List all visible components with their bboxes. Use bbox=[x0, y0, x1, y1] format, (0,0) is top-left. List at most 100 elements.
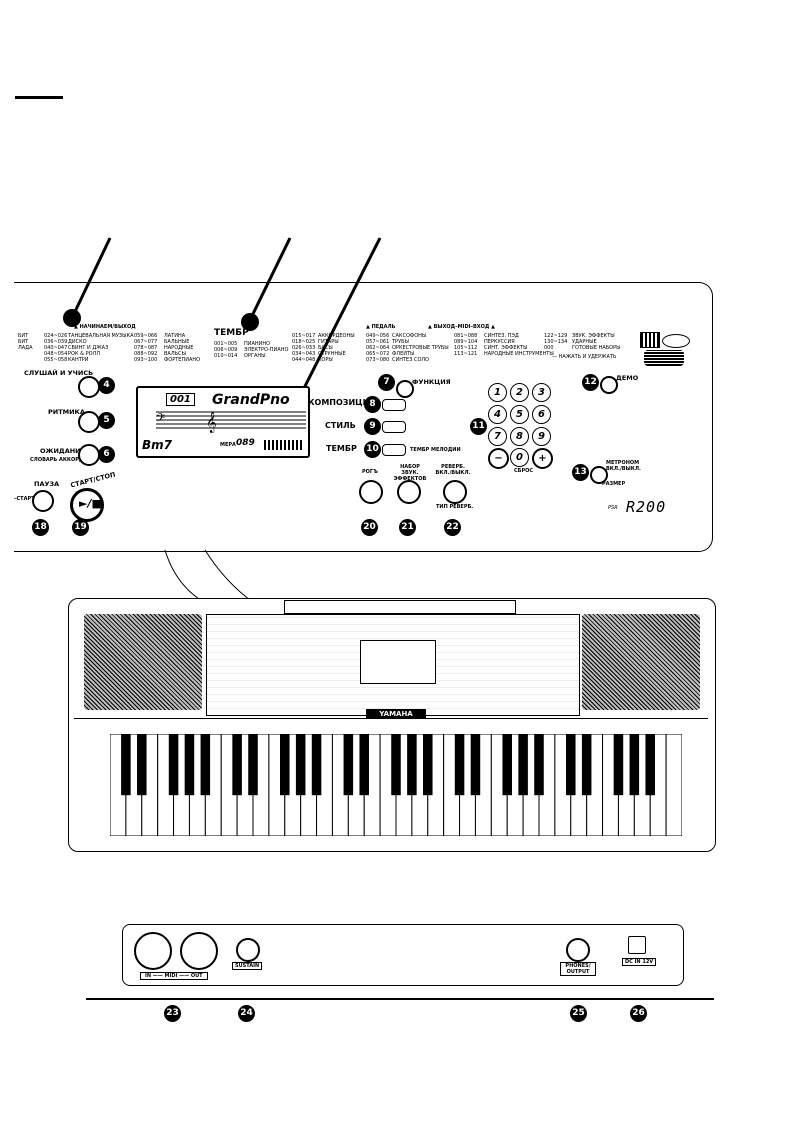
reset-label: СБРОС bbox=[514, 468, 534, 474]
black-key[interactable] bbox=[581, 734, 592, 796]
callout-5: 5 bbox=[98, 412, 115, 429]
black-key[interactable] bbox=[629, 734, 640, 796]
start-stop-button[interactable] bbox=[70, 488, 104, 522]
black-key[interactable] bbox=[168, 734, 179, 796]
horn-button[interactable] bbox=[359, 480, 383, 504]
phones-jack[interactable] bbox=[566, 938, 590, 962]
left-speaker-grille bbox=[84, 614, 202, 710]
callout-4: 4 bbox=[98, 377, 115, 394]
black-key[interactable] bbox=[184, 734, 195, 796]
sustain-label: SUSTAIN bbox=[232, 962, 263, 970]
black-key[interactable] bbox=[407, 734, 417, 796]
black-key[interactable] bbox=[280, 734, 290, 796]
svg-text:𝄢: 𝄢 bbox=[156, 412, 165, 428]
sustain-jack[interactable] bbox=[236, 938, 260, 962]
callout-24: 24 bbox=[238, 1005, 255, 1022]
black-key[interactable] bbox=[454, 734, 465, 796]
listen-learn-button[interactable] bbox=[78, 376, 100, 398]
numpad-4[interactable]: 4 bbox=[488, 405, 507, 424]
numpad-5[interactable]: 5 bbox=[510, 405, 529, 424]
song-button[interactable] bbox=[382, 399, 406, 411]
black-key[interactable] bbox=[121, 734, 131, 796]
black-key[interactable] bbox=[137, 734, 147, 796]
pause-label: ПАУЗА bbox=[34, 480, 60, 488]
song-label: КОМПОЗИЦИЯ bbox=[308, 398, 376, 407]
horn-label: РОГЪ bbox=[362, 469, 378, 475]
numpad-1[interactable]: 1 bbox=[488, 383, 507, 402]
black-key[interactable] bbox=[311, 734, 322, 796]
reverb-button[interactable] bbox=[443, 480, 467, 504]
effects-button[interactable] bbox=[397, 480, 421, 504]
black-key[interactable] bbox=[295, 734, 306, 796]
midi-in-jack[interactable] bbox=[134, 932, 172, 970]
rhythm-label: РИТМИКА bbox=[48, 408, 85, 416]
dc-jack[interactable] bbox=[628, 936, 646, 954]
lcd-mini-keyboard bbox=[264, 440, 302, 450]
voice-button[interactable] bbox=[382, 444, 406, 456]
black-key[interactable] bbox=[391, 734, 401, 796]
callout-6: 6 bbox=[98, 446, 115, 463]
rear-baseline bbox=[86, 998, 714, 1000]
black-key[interactable] bbox=[248, 734, 258, 796]
callout-8: 8 bbox=[364, 396, 381, 413]
black-key[interactable] bbox=[502, 734, 512, 796]
numpad-minus[interactable]: − bbox=[488, 448, 509, 469]
black-key[interactable] bbox=[518, 734, 528, 796]
voice-header: ТЕМБР bbox=[214, 328, 249, 338]
black-key[interactable] bbox=[343, 734, 354, 796]
brand-badge: YAMAHA bbox=[366, 709, 426, 719]
svg-text:𝄞: 𝄞 bbox=[206, 412, 217, 433]
reverb-type-label: ТИП РЕВЕРБ. bbox=[436, 504, 474, 510]
function-button[interactable] bbox=[396, 380, 414, 398]
callout-12: 12 bbox=[582, 374, 599, 391]
voice-label: ТЕМБР bbox=[326, 444, 357, 453]
numpad-0[interactable]: 0 bbox=[510, 448, 529, 467]
numpad-6[interactable]: 6 bbox=[532, 405, 551, 424]
callout-25: 25 bbox=[570, 1005, 587, 1022]
hold-note: — НАЖАТЬ И УДЕРЖАТЬ bbox=[552, 354, 617, 360]
model-prefix: PSR bbox=[608, 505, 618, 511]
rhythm-button[interactable] bbox=[78, 411, 100, 433]
black-key[interactable] bbox=[423, 734, 433, 796]
demo-button[interactable] bbox=[600, 376, 618, 394]
midi-out-jack[interactable] bbox=[180, 932, 218, 970]
black-key[interactable] bbox=[566, 734, 576, 796]
metronome-button[interactable] bbox=[590, 466, 608, 484]
black-key[interactable] bbox=[470, 734, 481, 796]
mini-lcd bbox=[360, 640, 436, 684]
style-button[interactable] bbox=[382, 421, 406, 433]
melody-voice-label: ТЕМБР МЕЛОДИИ bbox=[410, 447, 461, 453]
numpad-2[interactable]: 2 bbox=[510, 383, 529, 402]
black-key[interactable] bbox=[645, 734, 655, 796]
black-key[interactable] bbox=[359, 734, 369, 796]
piano-keys[interactable] bbox=[110, 734, 682, 836]
pause-button[interactable] bbox=[32, 490, 54, 512]
sync-start-label: –СТАРТ bbox=[14, 496, 35, 502]
white-key[interactable] bbox=[665, 734, 682, 836]
black-key[interactable] bbox=[534, 734, 544, 796]
numpad-8[interactable]: 8 bbox=[510, 427, 529, 446]
waiting-button[interactable] bbox=[78, 444, 100, 466]
numpad-3[interactable]: 3 bbox=[532, 383, 551, 402]
right-speaker-grille bbox=[582, 614, 700, 710]
black-key[interactable] bbox=[613, 734, 624, 796]
numpad-plus[interactable]: + bbox=[532, 448, 553, 469]
numpad-9[interactable]: 9 bbox=[532, 427, 551, 446]
black-key[interactable] bbox=[200, 734, 211, 796]
numpad-7[interactable]: 7 bbox=[488, 427, 507, 446]
callout-11: 11 bbox=[470, 418, 487, 435]
gm-logo-icon bbox=[640, 332, 660, 348]
black-key[interactable] bbox=[232, 734, 242, 796]
